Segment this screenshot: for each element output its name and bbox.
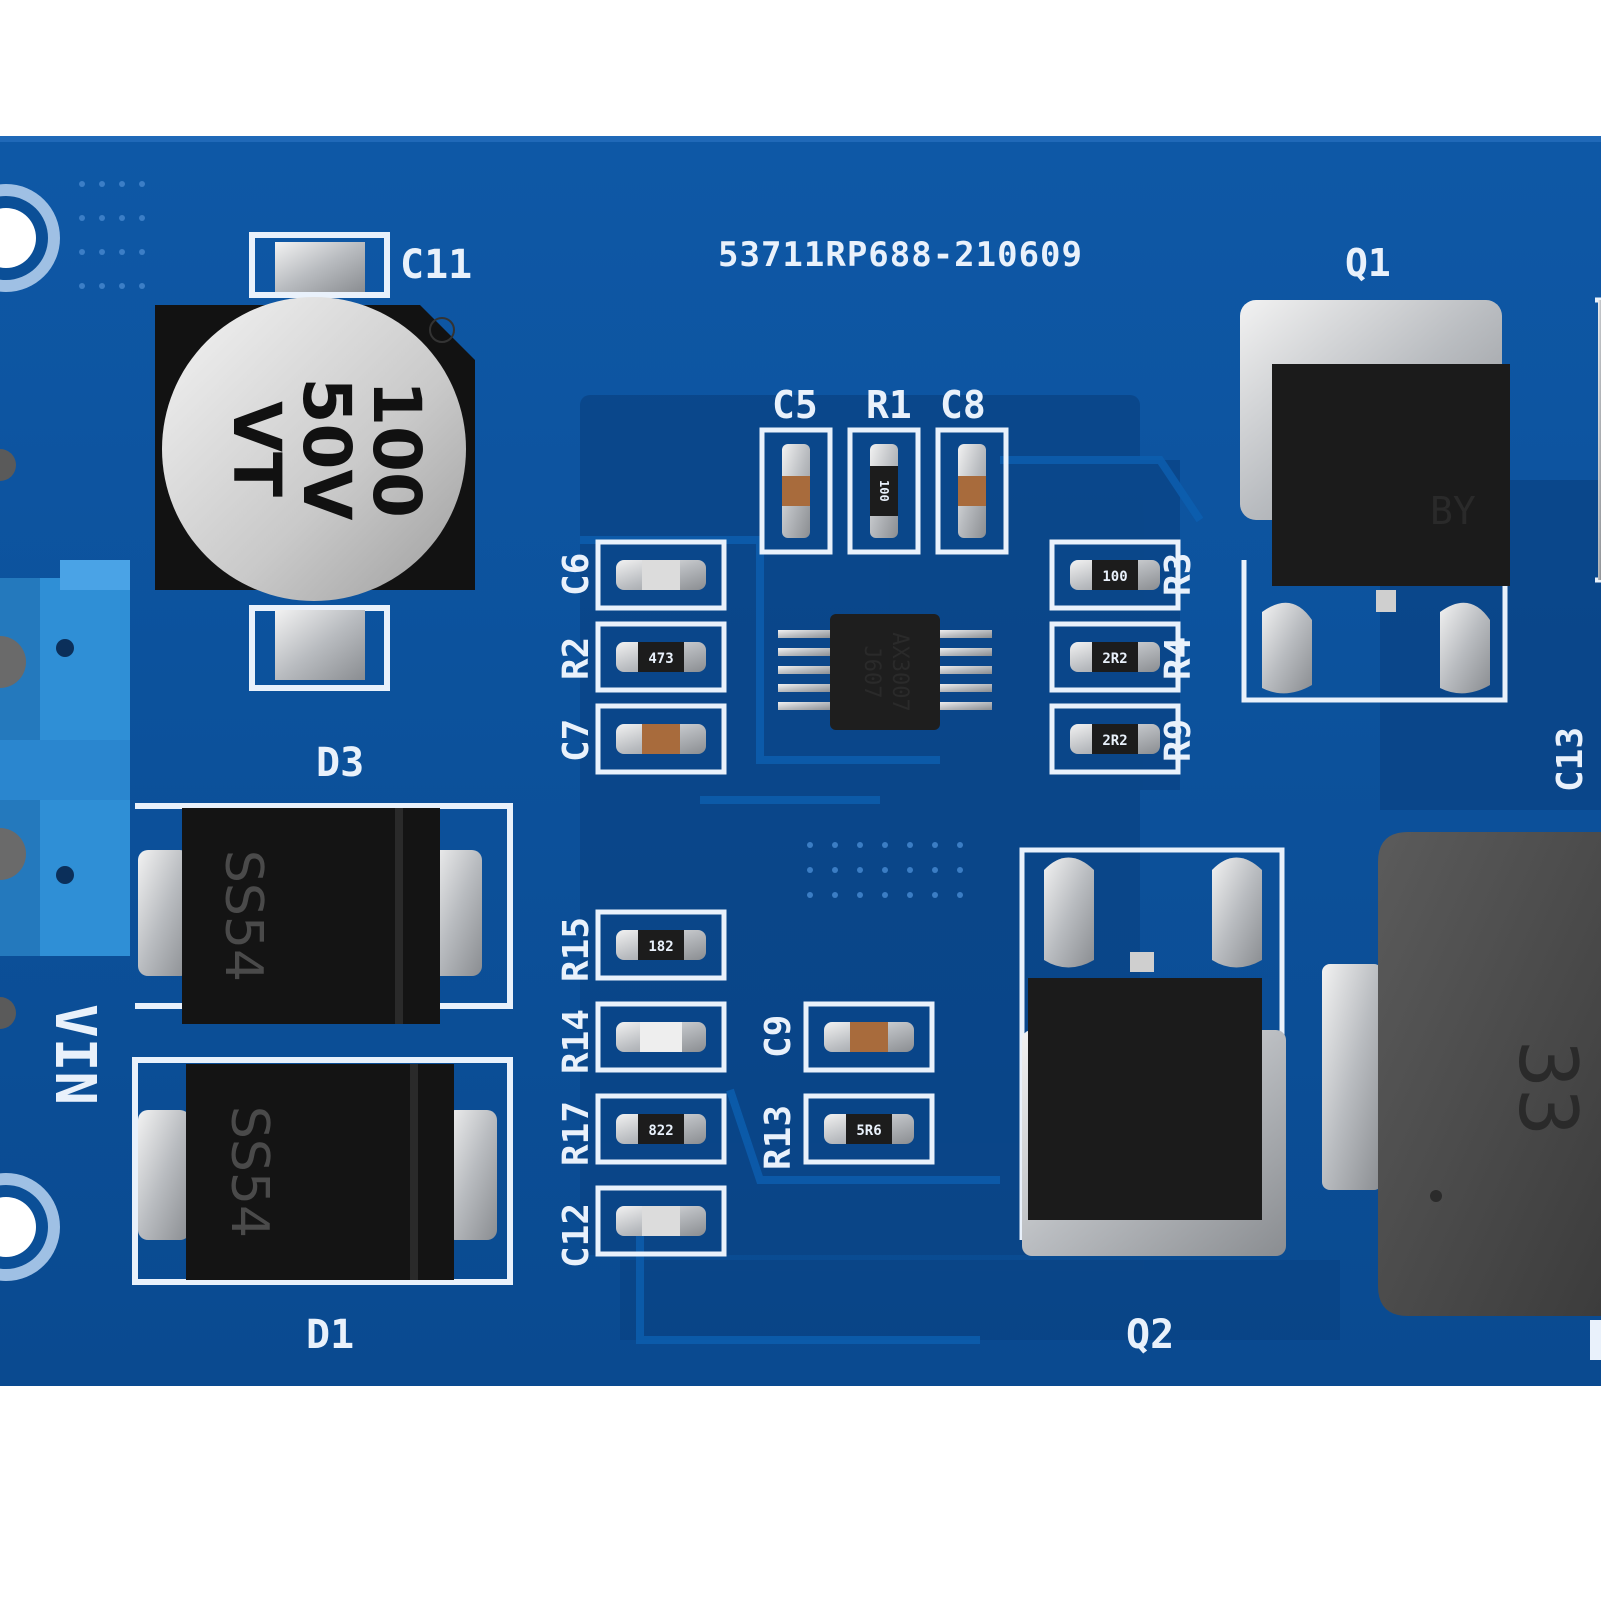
mounting-hole-bottom: [0, 1173, 60, 1281]
resistor-r17: 822: [616, 1114, 706, 1144]
mounting-hole-top: [0, 184, 60, 292]
controller-ic: AX3007 J607: [778, 614, 992, 730]
label-c9: C9: [758, 1015, 799, 1058]
controller-ic-marking-1: AX3007: [887, 632, 912, 711]
capacitor-c11-value: 100: [358, 380, 435, 518]
label-q1: Q1: [1345, 241, 1391, 285]
diode-d3-marking: SS54: [213, 850, 273, 982]
label-d1: D1: [306, 1312, 354, 1358]
resistor-r3: 100: [1070, 560, 1160, 590]
label-c11: C11: [400, 242, 472, 288]
resistor-r13: 5R6: [824, 1114, 914, 1144]
mosfet-q2: [1019, 847, 1286, 1256]
mosfet-q1-marking: BY: [1430, 489, 1476, 533]
resistor-r2: 473: [616, 642, 706, 672]
capacitor-c11-series: VT: [218, 401, 295, 497]
controller-ic-marking-2: J607: [859, 646, 884, 699]
resistor-r1: 100: [870, 444, 898, 538]
resistor-r15: 182: [616, 930, 706, 960]
label-c7: C7: [556, 719, 597, 762]
label-d3: D3: [316, 740, 364, 786]
diode-d1: SS54: [132, 1057, 513, 1285]
label-vin: VIN: [42, 1004, 107, 1105]
partial-component-top-right: [1595, 297, 1601, 583]
resistor-r14: [616, 1022, 706, 1052]
capacitor-c11-voltage: 50V: [288, 378, 365, 521]
diode-d1-marking: SS54: [219, 1106, 279, 1238]
resistor-r3-code: 100: [1102, 569, 1127, 585]
label-r13: R13: [758, 1105, 799, 1170]
label-c5: C5: [772, 383, 818, 427]
label-r2: R2: [556, 637, 597, 680]
capacitor-c8: [958, 444, 986, 538]
label-r1: R1: [866, 383, 912, 427]
pcb-part-number: 53711RP688-210609: [718, 235, 1083, 275]
resistor-r2-code: 473: [648, 651, 673, 667]
capacitor-c5: [782, 444, 810, 538]
resistor-r4: 2R2: [1070, 642, 1160, 672]
label-r14: R14: [556, 1009, 597, 1074]
label-c12: C12: [556, 1203, 597, 1268]
resistor-r13-code: 5R6: [856, 1123, 881, 1139]
resistor-r17-code: 822: [648, 1123, 673, 1139]
label-c13: C13: [1550, 727, 1591, 792]
resistor-r9: 2R2: [1070, 724, 1160, 754]
capacitor-c12: [616, 1206, 706, 1236]
copper-pour: [580, 395, 1601, 1340]
diode-d3: SS54: [135, 803, 513, 1024]
inductor: 33: [1322, 832, 1601, 1316]
label-c8: C8: [940, 383, 986, 427]
screw-terminal: [0, 560, 130, 956]
label-c6: C6: [556, 553, 597, 596]
capacitor-c11: 100 50V VT: [155, 232, 475, 691]
resistor-r1-code: 100: [877, 480, 891, 502]
capacitor-c6: [616, 560, 706, 590]
capacitor-c9: [824, 1022, 914, 1052]
resistor-r4-code: 2R2: [1102, 651, 1127, 667]
resistor-r9-code: 2R2: [1102, 733, 1127, 749]
resistor-r15-code: 182: [648, 939, 673, 955]
label-q2: Q2: [1126, 1312, 1174, 1358]
inductor-marking: 33: [1501, 1040, 1594, 1136]
via-grid: [79, 181, 145, 289]
mosfet-q1: BY: [1240, 300, 1510, 703]
capacitor-c7: [616, 724, 706, 754]
label-r15: R15: [556, 917, 597, 982]
label-r17: R17: [556, 1101, 597, 1166]
